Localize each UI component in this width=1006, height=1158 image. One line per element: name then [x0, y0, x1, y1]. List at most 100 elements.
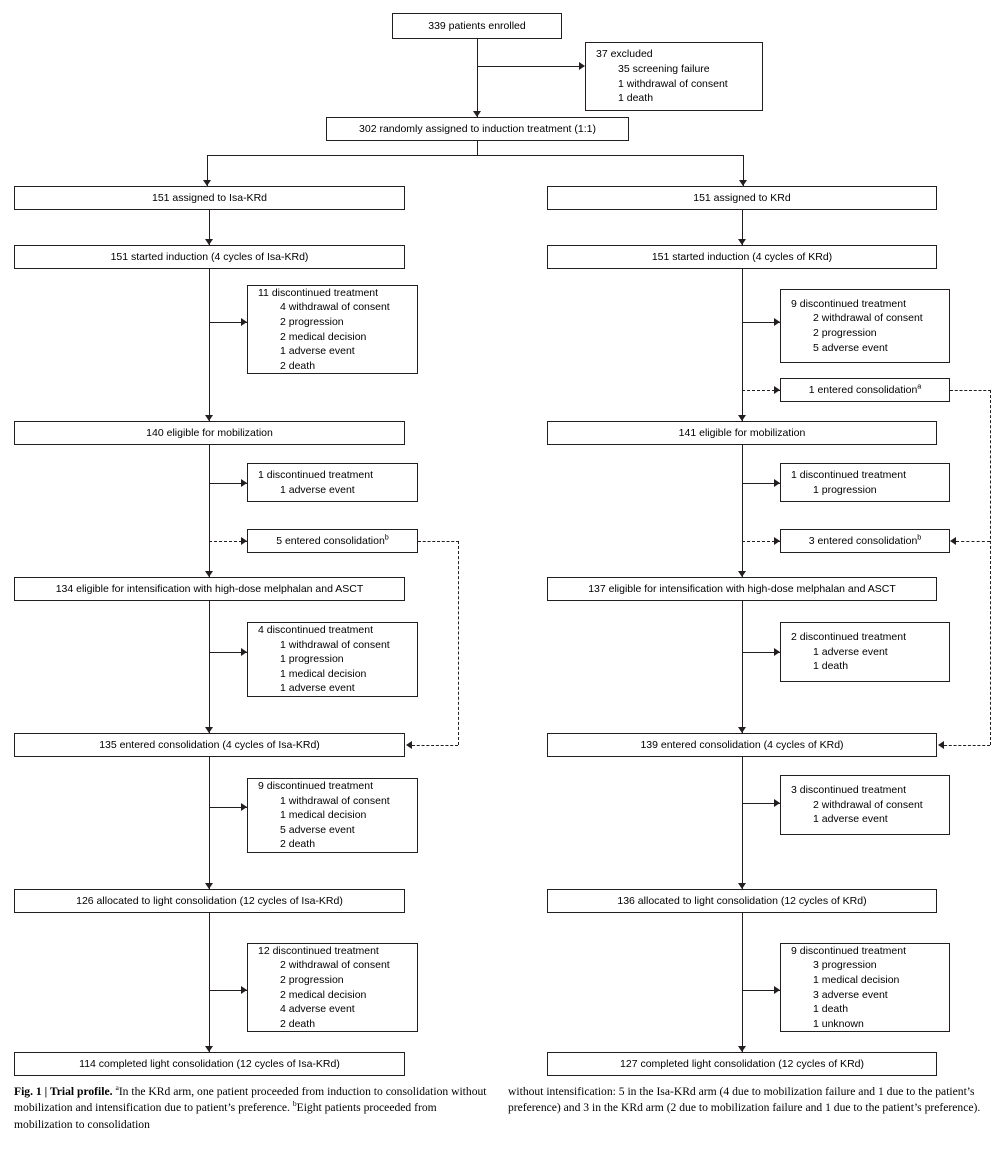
node-right-disc1-item-0: 2 withdrawal of consent [813, 312, 923, 325]
connector-left-to-disc2 [209, 483, 247, 484]
footnote-marker-b-left: b [384, 532, 389, 542]
arrow-left-dashed-into-consolidation [406, 741, 412, 749]
node-left-intensification-label: 134 eligible for intensification with hi… [55, 582, 364, 595]
connector-right-dashed-a-into-consol3 [956, 541, 990, 542]
node-right-disc3-item-0: 1 adverse event [813, 645, 888, 658]
node-left-disc1-item-3: 1 adverse event [280, 345, 355, 358]
arrow-left-to-consolidation [205, 727, 213, 733]
arrow-right-dashed-into-consol3 [950, 537, 956, 545]
node-right-disc1-head: 9 discontinued treatment [791, 297, 906, 310]
node-right-consolidation-label: 139 entered consolidation (4 cycles of K… [640, 738, 844, 751]
node-left-completed-label: 114 completed light consolidation (12 cy… [79, 1057, 340, 1070]
node-left-light-consolidation-label: 126 allocated to light consolidation (12… [76, 894, 343, 907]
connector-left-mobilization-down [209, 445, 210, 577]
node-left-disc2: 1 discontinued treatment 1 adverse event [247, 463, 418, 502]
connector-right-to-disc4 [742, 803, 780, 804]
node-left-induction: 151 started induction (4 cycles of Isa-K… [14, 245, 405, 269]
arrow-to-right-assigned [739, 180, 747, 186]
node-excluded-item-1: 1 withdrawal of consent [618, 77, 728, 90]
arrow-right-to-disc3 [774, 648, 780, 656]
node-right-disc4: 3 discontinued treatment 2 withdrawal of… [780, 775, 950, 835]
node-left-disc5: 12 discontinued treatment 2 withdrawal o… [247, 943, 418, 1032]
node-right-entered-consolidation-side-label: 3 entered consolidation [808, 534, 918, 547]
node-left-entered-consolidation-side-label: 5 entered consolidation [276, 534, 385, 547]
node-left-intensification: 134 eligible for intensification with hi… [14, 577, 405, 601]
connector-left-intensification-down [209, 601, 210, 733]
arrow-to-randomized [473, 111, 481, 117]
node-left-disc5-item-2: 2 medical decision [280, 988, 367, 1001]
connector-enrolled-down [477, 39, 478, 118]
connector-right-mobilization-down [742, 445, 743, 577]
arrow-left-to-disc3 [241, 648, 247, 656]
node-right-entered-consolidation-a-content: 1 entered consolidationa [781, 381, 949, 398]
node-right-disc5-item-2: 3 adverse event [813, 988, 888, 1001]
arrow-left-dashed-to-consol5 [241, 537, 247, 545]
figure-caption-left-column: Fig. 1 | Trial profile. aIn the KRd arm,… [14, 1084, 494, 1133]
node-left-entered-consolidation-side: 5 entered consolidationb [247, 529, 418, 553]
node-left-disc5-head: 12 discontinued treatment [258, 944, 379, 957]
node-left-disc3-item-3: 1 adverse event [280, 682, 355, 695]
connector-left-consolidation-down [209, 757, 210, 889]
connector-right-to-disc3 [742, 652, 780, 653]
node-left-disc1-item-2: 2 medical decision [280, 330, 367, 343]
figure-caption-separator: | [41, 1085, 50, 1098]
connector-right-to-disc5 [742, 990, 780, 991]
node-left-disc1-item-4: 2 death [280, 359, 316, 372]
node-left-disc5-item-1: 2 progression [280, 973, 344, 986]
node-left-entered-consolidation-side-content: 5 entered consolidationb [248, 532, 417, 549]
node-right-disc4-head: 3 discontinued treatment [791, 784, 906, 797]
arrow-right-dashed-to-consol1 [774, 386, 780, 394]
node-left-disc4-content: 9 discontinued treatment 1 withdrawal of… [248, 775, 417, 856]
node-left-consolidation: 135 entered consolidation (4 cycles of I… [14, 733, 405, 757]
connector-left-to-disc4 [209, 807, 247, 808]
node-left-disc4-head: 9 discontinued treatment [258, 780, 373, 793]
node-left-light-consolidation: 126 allocated to light consolidation (12… [14, 889, 405, 913]
node-left-disc3-item-0: 1 withdrawal of consent [280, 638, 390, 651]
node-left-disc5-item-0: 2 withdrawal of consent [280, 959, 390, 972]
node-left-disc1: 11 discontinued treatment 4 withdrawal o… [247, 285, 418, 374]
arrow-to-left-assigned [203, 180, 211, 186]
node-right-mobilization-label: 141 eligible for mobilization [678, 426, 806, 439]
connector-right-to-disc2 [742, 483, 780, 484]
connector-right-intensification-down [742, 601, 743, 733]
node-right-induction-label: 151 started induction (4 cycles of KRd) [651, 250, 833, 263]
node-excluded-head: 37 excluded [596, 48, 653, 61]
node-right-disc2-head: 1 discontinued treatment [791, 468, 906, 481]
arrow-left-to-induction [205, 239, 213, 245]
node-right-entered-consolidation-side-content: 3 entered consolidationb [781, 533, 949, 549]
node-left-induction-label: 151 started induction (4 cycles of Isa-K… [110, 250, 309, 263]
node-enrolled: 339 patients enrolled [392, 13, 562, 39]
node-right-disc1-item-2: 5 adverse event [813, 341, 888, 354]
node-right-completed-label: 127 completed light consolidation (12 cy… [620, 1057, 864, 1070]
node-randomized: 302 randomly assigned to induction treat… [326, 117, 629, 141]
arrow-right-dashed-to-consol3 [774, 537, 780, 545]
figure-caption-right-column: without intensification: 5 in the Isa-KR… [508, 1084, 994, 1117]
node-right-light-consolidation: 136 allocated to light consolidation (12… [547, 889, 937, 913]
caption-footnote-marker-a: a [115, 1083, 119, 1093]
connector-left-dashed-down [458, 541, 459, 745]
arrow-left-to-completed [205, 1046, 213, 1052]
node-left-disc2-head: 1 discontinued treatment [258, 468, 373, 481]
node-left-disc1-head: 11 discontinued treatment [258, 286, 379, 299]
caption-footnote-marker-b: b [292, 1099, 297, 1109]
connector-right-assigned-down [742, 210, 743, 245]
connector-right-dashed-a-down [990, 390, 991, 745]
arrow-to-excluded [579, 62, 585, 70]
connector-to-excluded [477, 66, 583, 67]
node-excluded-content: 37 excluded 35 screening failure 1 withd… [586, 43, 762, 109]
connector-left-induction-down [209, 269, 210, 421]
node-right-disc5: 9 discontinued treatment 3 progression 1… [780, 943, 950, 1032]
node-right-disc5-head: 9 discontinued treatment [791, 944, 906, 957]
arrow-right-to-intensification [738, 571, 746, 577]
footnote-marker-a: a [917, 381, 922, 391]
node-right-consolidation: 139 entered consolidation (4 cycles of K… [547, 733, 937, 757]
node-left-disc2-item-0: 1 adverse event [280, 483, 355, 496]
arrow-right-to-completed [738, 1046, 746, 1052]
node-left-disc5-item-4: 2 death [280, 1017, 316, 1030]
connector-split-left [207, 155, 208, 186]
node-right-assigned: 151 assigned to KRd [547, 186, 937, 210]
connector-right-dashed-into-consolidation [944, 745, 990, 746]
node-right-disc5-item-1: 1 medical decision [813, 973, 900, 986]
node-left-completed: 114 completed light consolidation (12 cy… [14, 1052, 405, 1076]
